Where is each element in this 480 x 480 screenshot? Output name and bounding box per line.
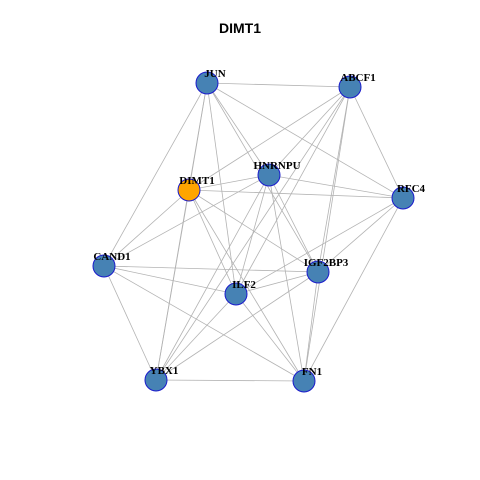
edge-hnrnpu-igf2bp3 <box>268 174 319 273</box>
edge-dimt1-igf2bp3 <box>188 189 319 273</box>
node-label-jun: JUN <box>204 68 225 80</box>
edge-cand1-ybx1 <box>103 265 157 381</box>
edge-hnrnpu-ilf2 <box>235 174 270 295</box>
edge-jun-dimt1 <box>188 82 208 191</box>
node-label-hnrnpu: HNRNPU <box>253 160 300 172</box>
edge-dimt1-rfc4 <box>188 189 404 199</box>
edge-abcf1-dimt1 <box>188 86 351 191</box>
node-rfc4 <box>391 186 415 210</box>
edge-hnrnpu-cand1 <box>103 174 270 267</box>
edge-abcf1-igf2bp3 <box>317 86 351 273</box>
edge-dimt1-fn1 <box>188 189 305 382</box>
node-label-igf2bp3: IGF2BP3 <box>304 257 349 269</box>
edge-rfc4-ilf2 <box>235 197 404 295</box>
edge-hnrnpu-dimt1 <box>188 174 270 191</box>
node-label-fn1: FN1 <box>302 366 322 378</box>
node-label-rfc4: RFC4 <box>397 183 426 195</box>
edge-igf2bp3-ybx1 <box>155 271 319 381</box>
edge-jun-cand1 <box>103 82 208 267</box>
edge-abcf1-ilf2 <box>235 86 351 295</box>
edge-dimt1-ybx1 <box>155 189 190 381</box>
node-layer <box>92 71 415 393</box>
node-label-abcf1: ABCF1 <box>340 72 375 84</box>
node-label-dimt1: DIMT1 <box>179 175 214 187</box>
node-dimt1 <box>177 178 201 202</box>
node-ybx1 <box>144 368 168 392</box>
node-igf2bp3 <box>306 260 330 284</box>
node-label-ybx1: YBX1 <box>150 365 179 377</box>
edge-hnrnpu-fn1 <box>268 174 305 382</box>
edge-ilf2-ybx1 <box>155 293 237 381</box>
edge-cand1-fn1 <box>103 265 305 382</box>
edge-jun-hnrnpu <box>206 82 270 176</box>
node-ilf2 <box>224 282 248 306</box>
edge-ilf2-fn1 <box>235 293 305 382</box>
edge-cand1-ilf2 <box>103 265 237 295</box>
edge-jun-ilf2 <box>206 82 237 295</box>
node-abcf1 <box>338 75 362 99</box>
edge-abcf1-fn1 <box>303 86 351 382</box>
edge-cand1-igf2bp3 <box>103 265 319 273</box>
edge-abcf1-rfc4 <box>349 86 404 199</box>
edge-hnrnpu-ybx1 <box>155 174 270 381</box>
edge-dimt1-ilf2 <box>188 189 237 295</box>
edge-abcf1-hnrnpu <box>268 86 351 176</box>
node-label-ilf2: ILF2 <box>232 279 256 291</box>
edge-rfc4-igf2bp3 <box>317 197 404 273</box>
edge-ybx1-fn1 <box>155 379 305 382</box>
edge-jun-rfc4 <box>206 82 404 199</box>
node-fn1 <box>292 369 316 393</box>
node-label-cand1: CAND1 <box>93 251 130 263</box>
edge-jun-abcf1 <box>206 82 351 88</box>
edge-layer <box>103 82 404 382</box>
node-hnrnpu <box>257 163 281 187</box>
edge-dimt1-cand1 <box>103 189 190 267</box>
edge-hnrnpu-rfc4 <box>268 174 404 199</box>
node-cand1 <box>92 254 116 278</box>
node-jun <box>195 71 219 95</box>
chart-title: DIMT1 <box>219 20 261 36</box>
edge-igf2bp3-fn1 <box>303 271 319 382</box>
edge-igf2bp3-ilf2 <box>235 271 319 295</box>
edge-rfc4-fn1 <box>303 197 404 382</box>
